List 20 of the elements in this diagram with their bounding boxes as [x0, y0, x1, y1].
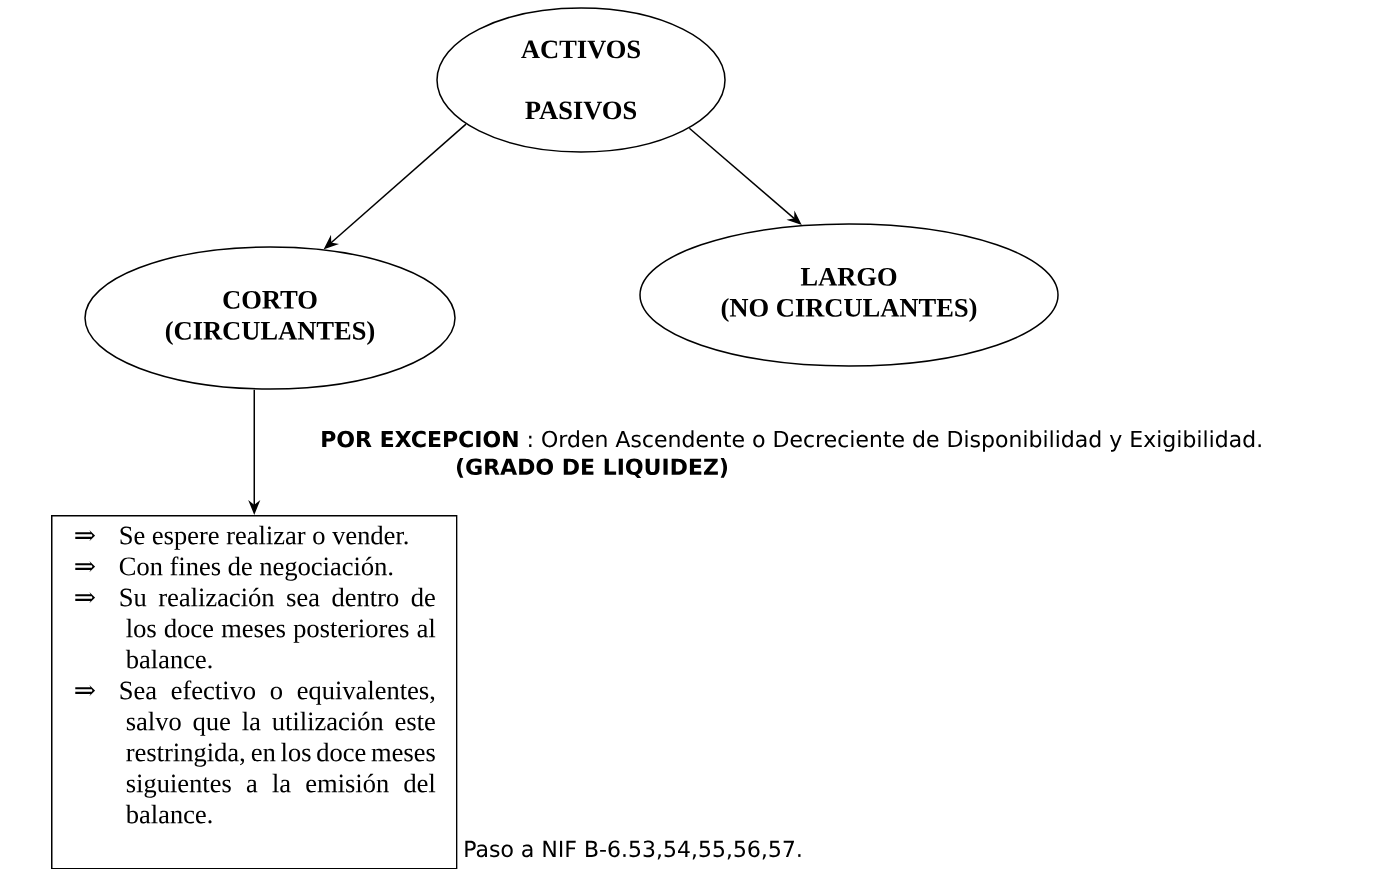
ellipse-text: LARGO	[800, 267, 897, 286]
ellipse	[639, 223, 1059, 367]
note-text: (GRADO DE LIQUIDEZ)	[456, 458, 728, 478]
arrow-bullet: ⇒	[75, 592, 95, 603]
arrow-bullet: ⇒	[75, 530, 95, 541]
ellipse	[436, 7, 726, 153]
list-item: Sea efectivo o equivalentes, salvo que la utilización este restringida, en los doce meses siguientes a la emisión del balance.	[120, 680, 436, 824]
arrow-bullet: ⇒	[75, 685, 95, 696]
list-item: Su realización sea dentro de los doce meses posteriores al balance.	[120, 587, 436, 669]
ellipse-text: CORTO	[223, 290, 317, 309]
note-text: POR EXCEPCION : Orden Ascendente o Decreciente de Disponibilidad y Exigibilidad.	[322, 430, 1261, 452]
ellipse-text: (NO CIRCULANTES)	[721, 298, 977, 323]
ellipse	[84, 246, 456, 390]
ellipse-text: ACTIVOS	[521, 40, 640, 59]
arrow-bullet: ⇒	[75, 561, 95, 572]
ellipse-text: PASIVOS	[525, 101, 637, 120]
text-box	[51, 515, 458, 869]
list-item: Se espere realizar o vender.	[120, 525, 408, 550]
ellipse-text: (CIRCULANTES)	[165, 321, 375, 346]
list-item: Con fines de negociación.	[119, 556, 393, 581]
